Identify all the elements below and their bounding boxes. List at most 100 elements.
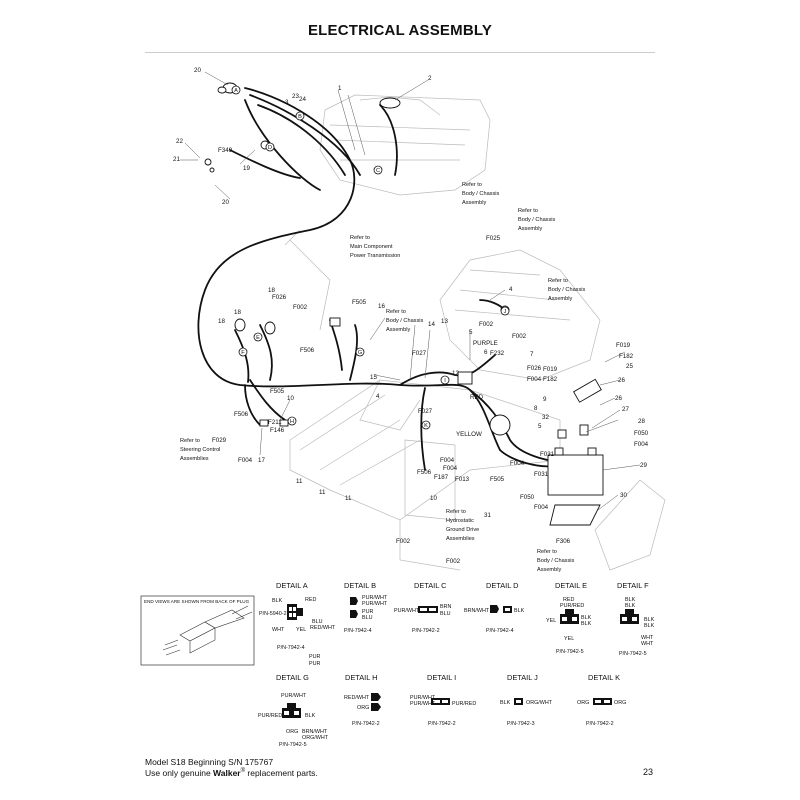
detail-g-orgwht: ORG/WHT: [302, 735, 329, 741]
callout-f050a: F050: [634, 430, 649, 437]
callout-22: 22: [176, 138, 183, 145]
refer-right-2: Body / Chassis: [548, 287, 586, 293]
callout-f506c: F506: [417, 469, 432, 476]
detail-a-blu: BLU: [312, 619, 323, 625]
refer-hydro-1: Refer to: [446, 509, 466, 515]
detail-g-org: ORG: [286, 729, 298, 735]
detail-g: DETAIL G PUR/WHT PUR/RED BLK ORG BRN/WHT…: [258, 673, 329, 748]
detail-j-pn: P/N-7942-3: [507, 721, 535, 727]
callout-4: 4: [509, 286, 513, 293]
callout-2: 2: [428, 75, 432, 82]
detail-a-pn2: P/N-7942-4: [277, 645, 305, 651]
detail-letter-e: E: [256, 335, 260, 341]
detail-e-yel: YEL: [546, 618, 556, 624]
callout-10a: 10: [287, 395, 294, 402]
callout-7: 7: [530, 351, 534, 358]
detail-h-title: DETAIL H: [345, 673, 377, 682]
detail-g-blk: BLK: [305, 713, 316, 719]
callout-f029: F029: [212, 437, 227, 444]
detail-f-blk4: BLK: [644, 623, 655, 629]
refer-hydro-2: Hydrostatic: [446, 518, 474, 524]
callout-31: 31: [484, 512, 491, 519]
detail-k-org1: ORG: [577, 700, 589, 706]
callout-4b: 4: [376, 393, 380, 400]
callout-28: 28: [638, 418, 645, 425]
callout-f002b: F002: [512, 333, 527, 340]
callout-f002c: F002: [293, 304, 308, 311]
callout-5: 5: [469, 329, 473, 336]
callout-32: 32: [542, 414, 549, 421]
refer-mid-1: Refer to: [386, 309, 406, 315]
footer-prefix: Use only genuine: [145, 768, 214, 778]
callout-18a: 18: [268, 287, 275, 294]
refer-mid-2: Body / Chassis: [386, 318, 424, 324]
detail-f-title: DETAIL F: [617, 581, 649, 590]
callout-f002e: F002: [446, 558, 461, 565]
detail-f-blk3: BLK: [644, 617, 655, 623]
detail-connector-markers: [231, 85, 510, 430]
detail-h-org: ORG: [357, 705, 369, 711]
detail-a-redwht: RED/WHT: [310, 625, 336, 631]
detail-b-pn: P/N-7942-4: [344, 628, 372, 634]
callout-f505c: F505: [490, 476, 505, 483]
refer-hydro-3: Ground Drive: [446, 527, 479, 533]
detail-e-title: DETAIL E: [555, 581, 587, 590]
callout-23: 23: [292, 93, 299, 100]
refer-top-3: Assembly: [462, 200, 486, 206]
detail-c-title: DETAIL C: [414, 581, 447, 590]
callout-11b: 11: [319, 489, 326, 496]
detail-k: DETAIL K ORG ORG P/N-7942-2: [577, 673, 626, 727]
detail-d-title: DETAIL D: [486, 581, 518, 590]
callout-12: 12: [452, 370, 459, 377]
detail-j-orgwht: ORG/WHT: [526, 700, 553, 706]
detail-f-pn: P/N-7942-5: [619, 651, 647, 657]
callout-26b: 26: [615, 395, 622, 402]
refer-main-3: Power Transmission: [350, 253, 400, 259]
detail-g-purwht: PUR/WHT: [281, 693, 307, 699]
callout-f187: F187: [434, 474, 449, 481]
footer-model: Model S18 Beginning S/N 175767: [145, 757, 274, 767]
detail-g-purred: PUR/RED: [258, 713, 282, 719]
detail-c-pn: P/N-7942-2: [412, 628, 440, 634]
detail-j-title: DETAIL J: [507, 673, 538, 682]
end-view-box: END VIEWS ARE SHOWN FROM BACK OF PLUG: [140, 595, 255, 666]
callout-f027b: F027: [418, 408, 433, 415]
callout-18b: 18: [234, 309, 241, 316]
detail-b-title: DETAIL B: [344, 581, 376, 590]
refer-bottom-1: Refer to: [537, 549, 557, 555]
detail-i-purwht1: PUR/WHT: [410, 695, 436, 701]
detail-g-title: DETAIL G: [276, 673, 309, 682]
detail-i-purred: PUR/RED: [452, 701, 476, 707]
detail-f: DETAIL F BLK BLK BLK BLK WHT WHT P/N-794…: [617, 581, 655, 657]
callout-6: 6: [484, 349, 488, 356]
detail-h: DETAIL H RED/WHT ORG P/N-7942-2: [344, 673, 381, 727]
refer-hydro-4: Assemblies: [446, 536, 475, 542]
callout-24: 24: [299, 96, 306, 103]
callout-f004c: F004: [238, 457, 253, 464]
callout-f027a: F027: [412, 350, 427, 357]
detail-letter-j: J: [504, 309, 507, 315]
refer-right-1: Refer to: [548, 278, 568, 284]
title-divider: [145, 52, 655, 53]
callout-purple: PURPLE: [473, 340, 498, 347]
callout-f004g: F004: [534, 504, 549, 511]
callout-11a: 11: [296, 478, 303, 485]
detail-a-wht: WHT: [272, 627, 285, 633]
detail-a: DETAIL A BLK RED P/N-5940-2 BLU RED/WHT …: [259, 581, 336, 667]
detail-e-blk1: BLK: [581, 615, 592, 621]
detail-letter-a: A: [234, 88, 238, 94]
detail-d-pn: P/N-7942-4: [486, 628, 514, 634]
callout-19: 19: [243, 165, 250, 172]
callout-9: 9: [543, 396, 547, 403]
detail-c-blu: BLU: [440, 611, 451, 617]
callout-f026b: F026: [527, 365, 542, 372]
refer-bottom-2: Body / Chassis: [537, 558, 575, 564]
detail-c: DETAIL C PUR/WHT BRN BLU P/N-7942-2: [394, 581, 451, 634]
detail-e-red: RED: [563, 597, 574, 603]
refer-bottom-3: Assembly: [537, 567, 561, 573]
detail-b-purwht2: PUR/WHT: [362, 601, 388, 607]
detail-a-yel: YEL: [296, 627, 306, 633]
detail-b: DETAIL B PUR/WHT PUR/WHT PUR BLU P/N-794…: [344, 581, 388, 634]
detail-letter-k: K: [424, 423, 428, 429]
